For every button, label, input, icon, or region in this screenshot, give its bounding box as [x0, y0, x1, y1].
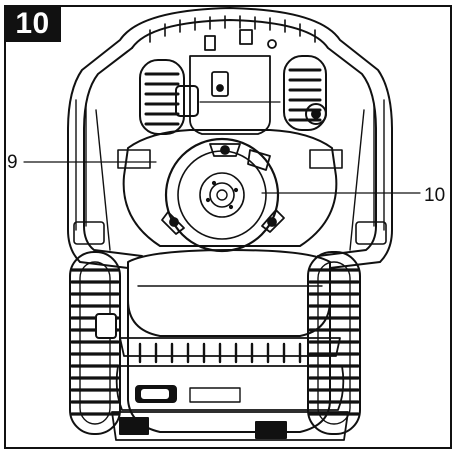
mower-body-shell: [67, 7, 393, 433]
rear-wheel-left: [69, 251, 121, 435]
mower-rear-body: [111, 249, 349, 441]
blade-screw-icon: [161, 143, 285, 235]
front-wheel-right: [283, 55, 327, 131]
rear-wheel-right: [307, 251, 361, 435]
callout-label-9: 9: [7, 152, 18, 173]
callout-label-10: 10: [424, 185, 446, 206]
chassis-center-plate: [189, 29, 281, 135]
blade-housing: [117, 129, 343, 247]
step-number-badge: 10: [4, 5, 61, 42]
callout-leader-lines: [23, 161, 421, 194]
